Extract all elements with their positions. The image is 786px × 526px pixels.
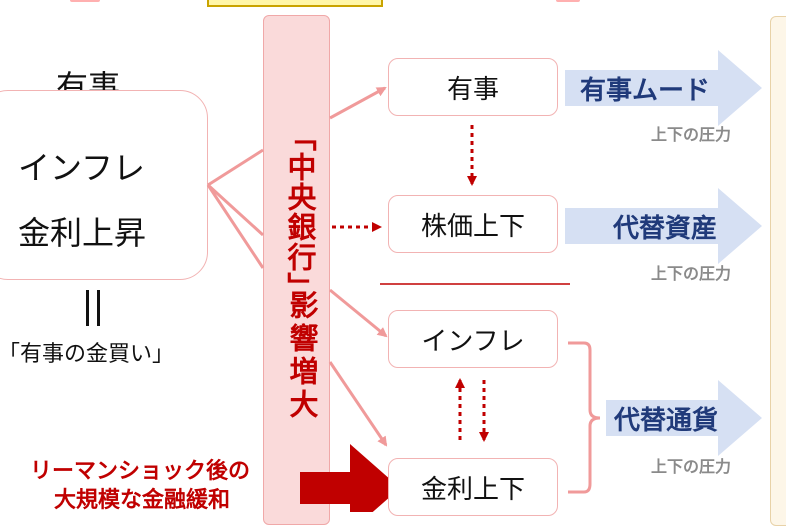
lehman-line-2: 大規模な金融緩和 [54, 488, 231, 513]
link-to-emergency [329, 86, 387, 120]
output-pressure-2: 上下の圧力 [651, 264, 732, 283]
top-right-cropped-label [556, 0, 580, 2]
output-label-emergency-mood: 有事ムード [580, 76, 711, 106]
link-to-interest [328, 361, 388, 447]
link-to-inflation [329, 288, 388, 338]
box-stock-label: 株価上下 [420, 211, 525, 242]
central-bank-label: 「中央銀行」 [283, 122, 317, 302]
fan-line-1 [207, 148, 264, 187]
box-stock: 株価上下 [388, 195, 558, 253]
bracket [568, 341, 601, 494]
fan-line-2 [206, 183, 265, 237]
left-rounded-box [0, 90, 208, 280]
box-inflation: インフレ [388, 310, 558, 368]
gold-buying-caption: 「有事の金買い」 [0, 342, 175, 367]
output-pressure-1: 上下の圧力 [651, 125, 732, 144]
box-interest-label: 金利上下 [420, 474, 525, 505]
left-item-inflation: インフレ [18, 149, 146, 187]
output-arrow-3 [606, 380, 762, 456]
box-emergency-label: 有事 [446, 74, 499, 105]
top-center-box [207, 0, 383, 7]
lehman-line-1: リーマンショック後の [30, 459, 251, 484]
output-label-alt-asset: 代替資産 [613, 214, 718, 244]
box-inflation-label: インフレ [421, 326, 525, 357]
output-arrow-1 [565, 50, 762, 126]
equals-sign [86, 290, 104, 326]
left-item-rate-rise: 金利上昇 [18, 214, 147, 252]
connectors [206, 50, 762, 512]
central-bank-bar [263, 15, 330, 525]
easing-arrow [300, 444, 400, 512]
fan-line-3 [206, 184, 265, 269]
top-left-cropped-label [70, 0, 100, 2]
box-emergency: 有事 [388, 58, 558, 116]
output-pressure-3: 上下の圧力 [651, 457, 732, 476]
influence-increase-label: 影響増大 [285, 290, 319, 422]
output-label-alt-currency: 代替通貨 [614, 406, 719, 436]
box-interest: 金利上下 [388, 458, 558, 516]
output-arrow-2 [565, 188, 762, 264]
